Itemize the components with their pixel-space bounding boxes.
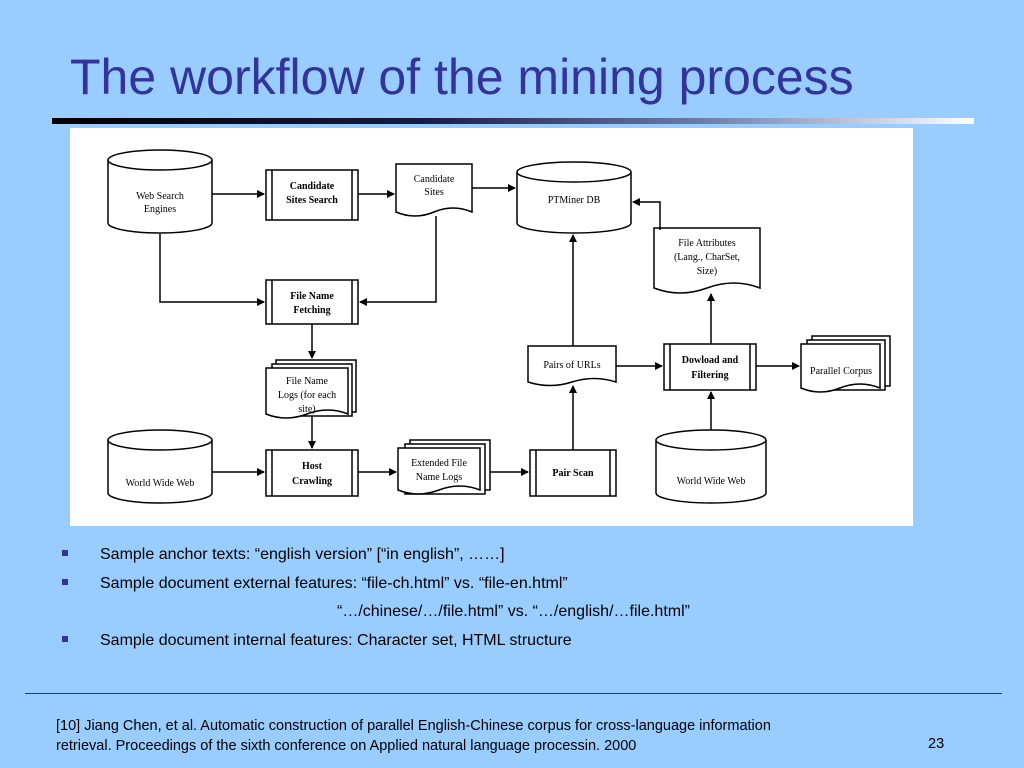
footnote: [10] Jiang Chen, et al. Automatic constr… <box>56 716 916 756</box>
file-name-logs-label-1: File Name <box>286 376 328 387</box>
footnote-line: [10] Jiang Chen, et al. Automatic constr… <box>56 718 771 734</box>
web-search-engines-label-2: Engines <box>144 204 176 215</box>
parallel-corpus-label: Parallel Corpus <box>810 366 872 377</box>
file-attributes-node: File Attributes (Lang., CharSet, Size) <box>653 227 761 294</box>
bullet-text: Sample document external features: “file… <box>100 575 568 592</box>
candidate-sites-label-1: Candidate <box>414 174 455 185</box>
slide-title: The workflow of the mining process <box>70 49 854 105</box>
bullet-continuation: “…/chinese/…/file.html” vs. “…/english/…… <box>337 603 690 620</box>
download-filtering-node: Dowload and Filtering <box>663 343 757 391</box>
file-name-fetching-node: File Name Fetching <box>265 279 359 325</box>
workflow-diagram: Web Search Engines Candidate Sites Searc… <box>70 128 913 526</box>
web-search-engines-node: Web Search Engines <box>107 149 213 234</box>
host-crawling-label-2: Crawling <box>292 476 332 487</box>
bullet-item: Sample anchor texts: “english version” [… <box>62 546 505 564</box>
title-underline <box>52 118 974 124</box>
candidate-sites-search-node: Candidate Sites Search <box>265 169 359 221</box>
world-wide-web-right-node: World Wide Web <box>655 429 767 504</box>
file-attributes-label-2: (Lang., CharSet, <box>674 252 740 263</box>
parallel-corpus-node: Parallel Corpus <box>800 335 891 393</box>
host-crawling-label-1: Host <box>302 461 323 472</box>
file-name-fetching-label-1: File Name <box>290 291 334 302</box>
download-filtering-label-1: Dowload and <box>682 355 739 366</box>
web-search-engines-label-1: Web Search <box>136 191 184 202</box>
bullet-square-icon <box>62 635 68 642</box>
workflow-diagram-svg: Web Search Engines Candidate Sites Searc… <box>107 149 891 504</box>
pair-scan-node: Pair Scan <box>529 449 617 497</box>
world-wide-web-left-label: World Wide Web <box>126 478 195 489</box>
file-name-logs-label-2: Logs (for each <box>278 390 336 401</box>
footnote-line: retrieval. Proceedings of the sixth conf… <box>56 738 637 754</box>
candidate-sites-node: Candidate Sites <box>395 163 473 217</box>
ptminer-db-label: PTMiner DB <box>548 195 601 206</box>
host-crawling-node: Host Crawling <box>265 449 359 497</box>
extended-file-name-logs-node: Extended File Name Logs <box>397 439 491 495</box>
pairs-of-urls-label: Pairs of URLs <box>543 360 600 371</box>
bullet-item: Sample document internal features: Chara… <box>62 632 572 650</box>
file-name-fetching-label-2: Fetching <box>293 305 330 316</box>
file-name-logs-node: File Name Logs (for each site) <box>265 359 357 419</box>
world-wide-web-right-label: World Wide Web <box>677 476 746 487</box>
bullet-item: Sample document external features: “file… <box>62 575 568 593</box>
file-name-logs-label-3: site) <box>298 404 315 415</box>
pair-scan-label: Pair Scan <box>552 468 594 479</box>
extended-file-name-logs-label-2: Name Logs <box>416 472 462 483</box>
file-attributes-label-3: Size) <box>697 266 718 277</box>
extended-file-name-logs-label-1: Extended File <box>411 458 467 469</box>
pairs-of-urls-node: Pairs of URLs <box>527 345 617 387</box>
page-number: 23 <box>928 736 945 752</box>
candidate-sites-search-label-2: Sites Search <box>286 195 338 206</box>
candidate-sites-search-label-1: Candidate <box>290 181 335 192</box>
file-attributes-label-1: File Attributes <box>678 238 736 249</box>
bullet-square-icon <box>62 578 68 585</box>
bullet-text: Sample anchor texts: “english version” [… <box>100 546 505 563</box>
world-wide-web-left-node: World Wide Web <box>107 429 213 504</box>
candidate-sites-label-2: Sites <box>424 187 444 198</box>
bullet-square-icon <box>62 549 68 556</box>
footer-divider <box>25 693 1002 694</box>
diagram-arrows <box>159 184 800 476</box>
ptminer-db-node: PTMiner DB <box>516 161 632 234</box>
bullet-text: Sample document internal features: Chara… <box>100 632 572 649</box>
download-filtering-label-2: Filtering <box>691 370 728 381</box>
